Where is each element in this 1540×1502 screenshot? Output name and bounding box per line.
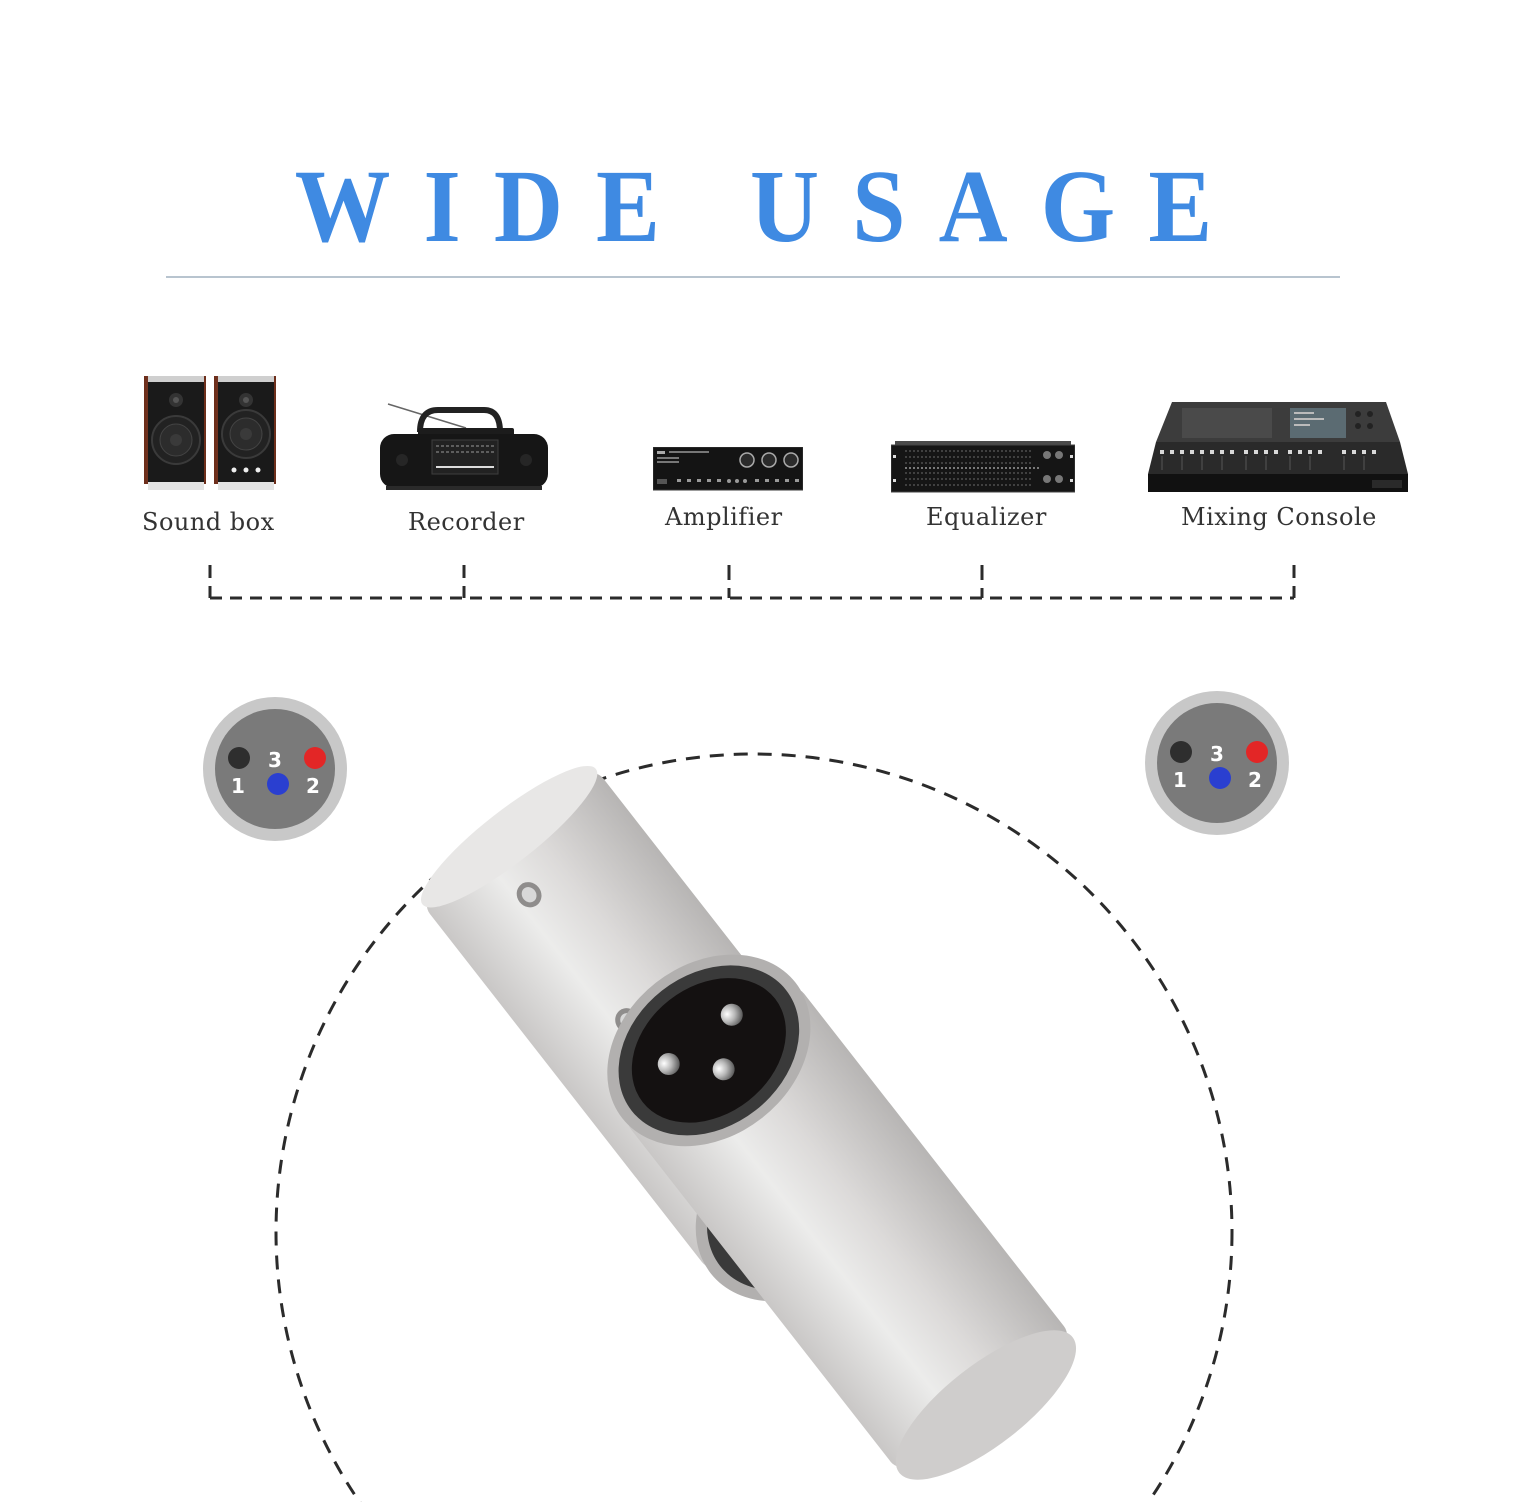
- xlr-pin-diagram-left: 3 1 2: [202, 696, 348, 842]
- title-divider: [166, 276, 1340, 278]
- pin-1-dot: [1170, 741, 1192, 763]
- pin-3-label: 3: [268, 748, 282, 772]
- pin-2-label: 2: [306, 774, 320, 798]
- pin-1-label: 1: [1173, 768, 1187, 792]
- amplifier-icon: [652, 446, 804, 491]
- device-label-mixing-console: Mixing Console: [1181, 503, 1377, 531]
- device-recorder: [376, 402, 552, 494]
- equalizer-icon: [890, 441, 1076, 493]
- mixing-console-icon: [1148, 402, 1408, 492]
- device-label-sound-box: Sound box: [142, 508, 275, 536]
- device-sound-box: [142, 374, 280, 494]
- pin-1-label: 1: [231, 774, 245, 798]
- speaker-icon: [144, 376, 276, 490]
- pin-2-dot: [304, 747, 326, 769]
- pin-3-label: 3: [1210, 742, 1224, 766]
- connection-bracket: [208, 565, 1296, 600]
- pin-2-label: 2: [1248, 768, 1262, 792]
- xlr-pin-diagram-right: 3 1 2: [1144, 690, 1290, 836]
- device-label-equalizer: Equalizer: [926, 503, 1047, 531]
- pin-2-dot: [1246, 741, 1268, 763]
- device-mixing-console: [1146, 402, 1410, 494]
- device-amplifier: [652, 446, 804, 491]
- device-label-amplifier: Amplifier: [665, 503, 783, 531]
- page-title: WIDE USAGE: [294, 149, 1246, 264]
- pin-1-dot: [228, 747, 250, 769]
- xlr-adapter-right: [607, 954, 1077, 1480]
- boombox-icon: [380, 403, 548, 490]
- device-label-recorder: Recorder: [408, 508, 525, 536]
- pin-3-dot: [267, 773, 289, 795]
- pin-3-dot: [1209, 767, 1231, 789]
- dashed-circle: [274, 752, 1234, 1502]
- device-equalizer: [890, 441, 1076, 493]
